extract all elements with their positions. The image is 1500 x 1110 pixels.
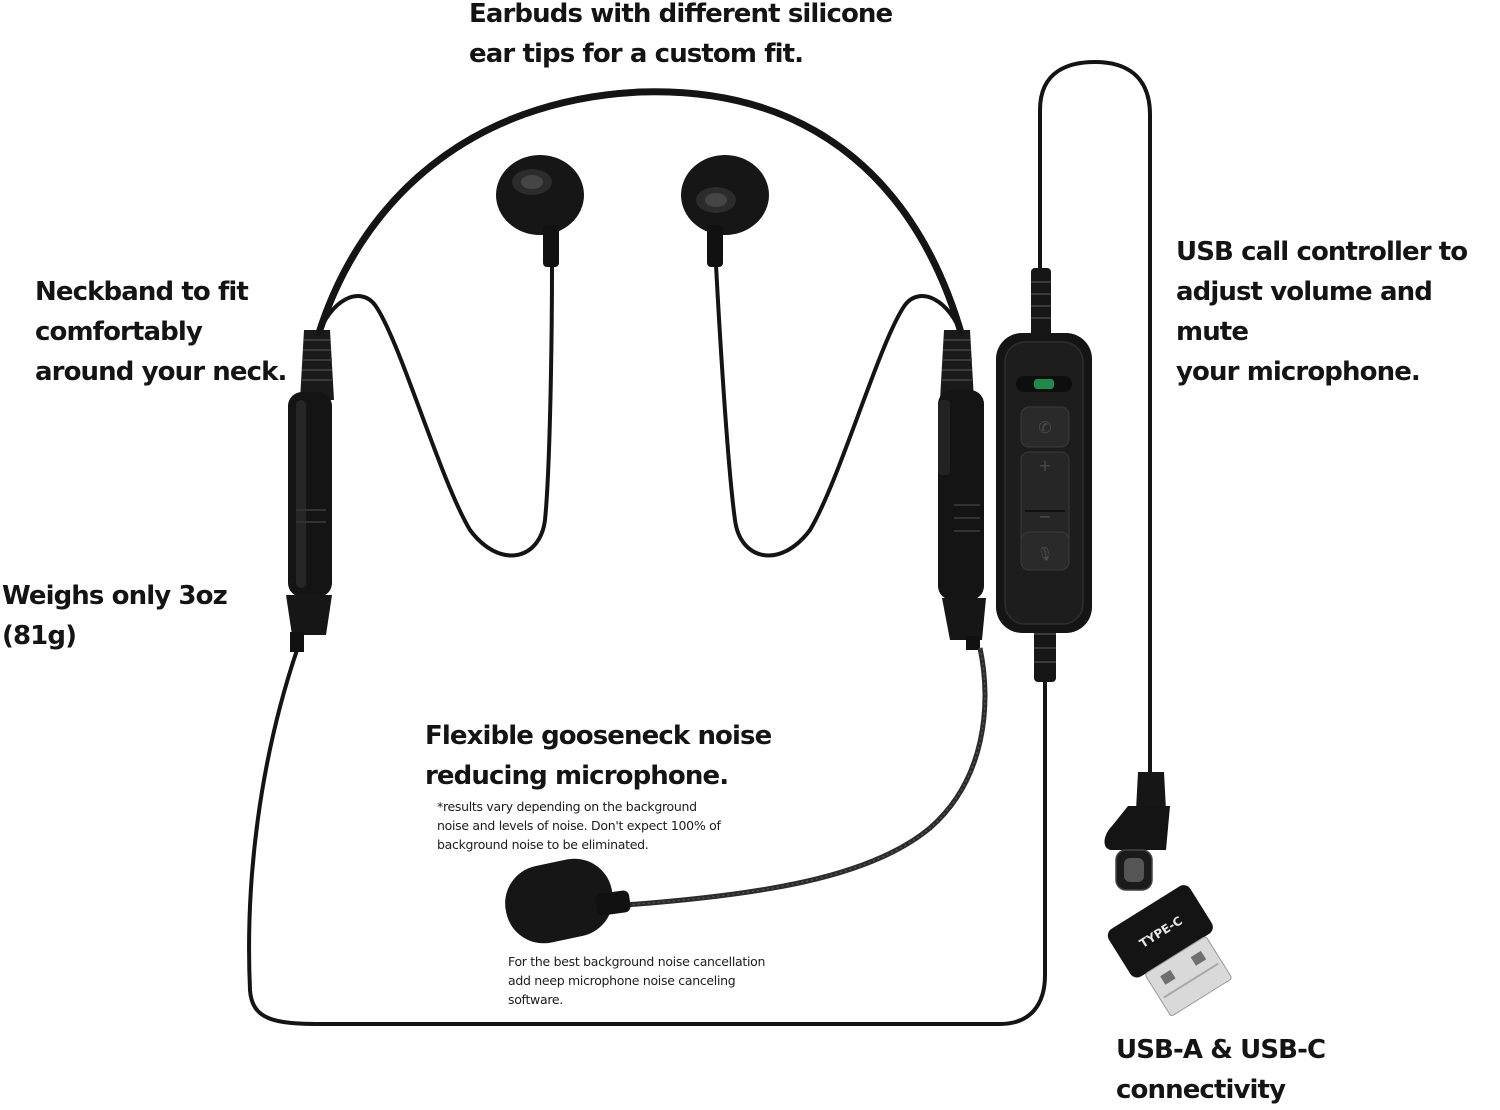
- left-earbud-wire: [316, 264, 554, 558]
- weight-callout: Weighs only 3oz (81g): [2, 581, 228, 651]
- controller-strain-relief-top: [1031, 268, 1051, 338]
- status-led: [1034, 379, 1054, 389]
- controller-top-cable: [1038, 59, 1152, 780]
- earbuds-callout: Earbuds with different silicone ear tips…: [469, 0, 893, 69]
- mic-disclaimer-note: *results vary depending on the backgroun…: [437, 799, 721, 852]
- microphone-callout: Flexible gooseneck noise reducing microp…: [425, 721, 772, 791]
- controller-callout: USB call controller to adjust volume and…: [1176, 237, 1468, 387]
- connectivity-callout: USB-A & USB-C connectivity: [1116, 1035, 1326, 1105]
- volume-up-button-icon[interactable]: +: [1038, 456, 1051, 475]
- neckband-arc: [314, 88, 966, 340]
- call-button-icon[interactable]: ✆: [1038, 418, 1051, 437]
- noise-cancellation-tip: For the best background noise cancellati…: [508, 954, 766, 1007]
- neckband-callout: Neckband to fit comfortably around your …: [35, 277, 287, 387]
- volume-down-button-icon[interactable]: −: [1038, 507, 1051, 526]
- left-neckband-housing: [286, 330, 334, 652]
- usb-connector: TYPE-C: [1104, 772, 1232, 1016]
- right-earbud: [681, 155, 769, 267]
- left-earbud: [496, 155, 584, 267]
- usb-call-controller: ✆ + − 🎙: [996, 333, 1092, 633]
- right-neckband-housing: [938, 330, 986, 650]
- microphone-foam: [505, 858, 631, 944]
- main-cable: [247, 649, 1047, 1026]
- right-earbud-wire: [714, 264, 964, 558]
- mute-button-icon[interactable]: 🎙: [1037, 546, 1054, 562]
